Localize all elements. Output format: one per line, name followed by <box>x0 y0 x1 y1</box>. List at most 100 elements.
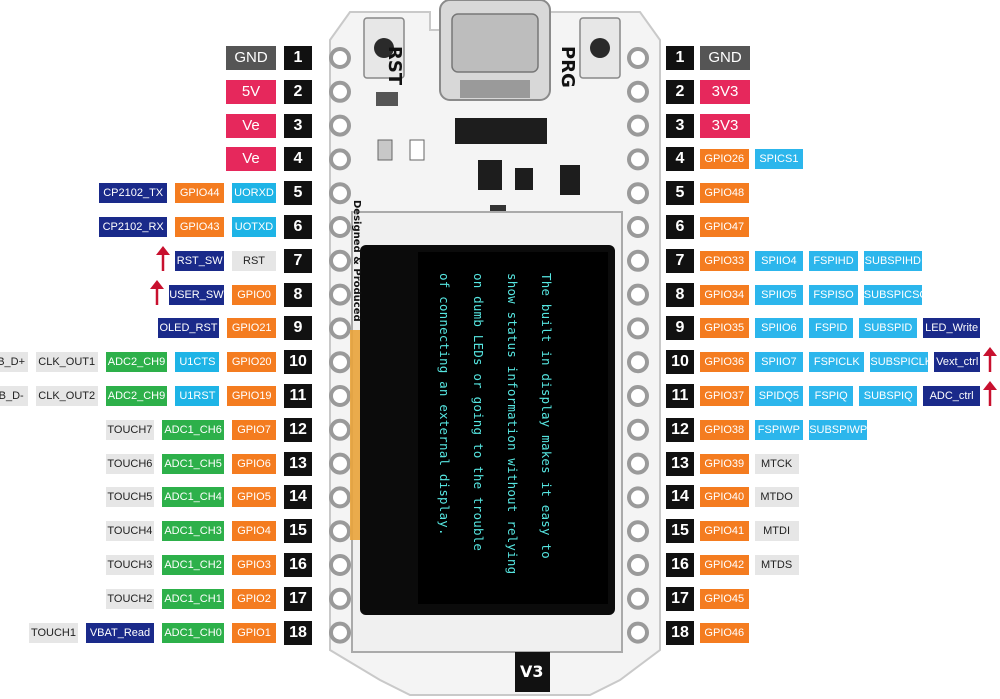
pin-number-right: 11 <box>666 384 694 408</box>
ctrl-arrow-right <box>983 381 997 406</box>
pin-label-left: Ve <box>226 147 276 172</box>
pin-label-right: GPIO42 <box>700 555 749 575</box>
pin-label-left: TOUCH1 <box>29 622 78 643</box>
pin-hole-left <box>329 351 351 374</box>
left-pin-holes <box>329 47 351 644</box>
pin-label-left: USB_D- <box>0 386 28 406</box>
pin-label-left: TOUCH6 <box>105 453 155 474</box>
pin-label-right: SPICS1 <box>754 149 804 170</box>
pin-hole-left <box>329 418 351 441</box>
pin-label-right: FSPIWP <box>754 419 804 440</box>
pin-label-right: FSPIHD <box>809 250 858 271</box>
pin-label-right: SPIIO5 <box>754 284 804 305</box>
pin-number-left: 10 <box>284 350 312 375</box>
pin-label-left: 5V <box>226 79 276 104</box>
pin-label-right: GPIO33 <box>700 250 749 271</box>
pin-hole-right <box>627 554 649 576</box>
pin-hole-right <box>627 418 649 441</box>
pin-label-left: USER_SW <box>168 284 224 305</box>
pin-label-right: SUBSPICLK <box>870 352 929 373</box>
pin-hole-left <box>329 182 351 205</box>
pin-label-left: ADC1_CH3 <box>162 521 224 542</box>
pin-label-left: GPIO1 <box>232 622 276 643</box>
pin-hole-left <box>329 486 351 509</box>
pin-hole-left <box>329 554 351 576</box>
pin-label-left: UORXD <box>232 183 276 204</box>
pin-label-right: SUBSPIHD <box>863 250 922 271</box>
pin-hole-right <box>627 621 649 644</box>
pin-label-left: CP2102_TX <box>99 183 168 204</box>
pin-label-left: GND <box>226 46 276 70</box>
oled-line-2: show status information without relying <box>505 273 520 575</box>
pin-hole-left <box>329 47 351 69</box>
pin-label-left: GPIO19 <box>227 386 276 406</box>
pin-number-left: 18 <box>284 620 312 645</box>
pin-number-right: 3 <box>666 113 694 138</box>
pin-number-left: 1 <box>284 46 312 70</box>
pin-label-left: U1RST <box>175 386 220 406</box>
pin-label-right: GPIO38 <box>700 419 749 440</box>
pin-label-right: LED_Write <box>923 318 980 339</box>
pin-label-left: VBAT_Read <box>85 622 155 643</box>
pin-hole-right <box>627 452 649 475</box>
pin-label-left: RST_SW <box>175 250 224 271</box>
pin-label-right: GPIO46 <box>700 622 749 643</box>
pin-label-right: Vext_ctrl <box>934 352 980 373</box>
rst-silkscreen: RST <box>384 46 405 86</box>
pin-number-left: 16 <box>284 553 312 577</box>
pin-number-right: 7 <box>666 248 694 273</box>
pin-label-left: ADC1_CH6 <box>162 419 224 440</box>
pin-label-left: TOUCH2 <box>105 588 155 609</box>
pin-label-left: GPIO2 <box>232 588 276 609</box>
pin-label-right: GPIO47 <box>700 217 749 237</box>
pin-label-left: CLK_OUT2 <box>35 386 98 406</box>
version-tag <box>515 652 550 692</box>
pin-number-right: 18 <box>666 620 694 645</box>
pin-label-left: ADC1_CH4 <box>162 487 224 508</box>
pin-number-left: 2 <box>284 79 312 104</box>
oled-display-text: The built in display makes it easy to sh… <box>424 255 604 595</box>
pin-label-right: SUBSPICSO <box>863 284 922 305</box>
right-pin-holes <box>627 47 649 644</box>
pin-label-right: SPIDQ5 <box>754 386 804 406</box>
pin-hole-right <box>627 47 649 69</box>
pin-label-right: GPIO34 <box>700 284 749 305</box>
pin-number-right: 16 <box>666 553 694 577</box>
pin-hole-right <box>627 385 649 407</box>
pin-label-left: GPIO4 <box>232 521 276 542</box>
reset-arrow-left <box>149 279 164 305</box>
pin-number-right: 10 <box>666 350 694 375</box>
pin-label-right: SPIIO7 <box>754 352 804 373</box>
pin-label-left: ADC1_CH1 <box>162 588 224 609</box>
pin-number-right: 13 <box>666 451 694 476</box>
pin-hole-left <box>329 249 351 272</box>
pin-label-right: SPIIO6 <box>754 318 804 339</box>
pin-label-right: GPIO40 <box>700 487 749 508</box>
prg-button <box>579 17 621 79</box>
pin-number-right: 9 <box>666 316 694 341</box>
pin-hole-left <box>329 80 351 103</box>
pin-number-left: 11 <box>284 384 312 408</box>
pin-label-right: FSPID <box>809 318 854 339</box>
pin-label-left: RST <box>232 250 276 271</box>
pin-hole-left <box>329 452 351 475</box>
pin-hole-left <box>329 587 351 610</box>
pin-label-right: FSPIQ <box>809 386 854 406</box>
pin-hole-right <box>627 249 649 272</box>
pin-number-left: 6 <box>284 215 312 239</box>
ctrl-arrow-right <box>983 347 997 373</box>
pin-label-left: GPIO7 <box>232 419 276 440</box>
pin-label-left: TOUCH3 <box>105 555 155 575</box>
pin-hole-left <box>329 114 351 137</box>
pin-hole-right <box>627 587 649 610</box>
pin-label-right: 3V3 <box>700 79 750 104</box>
pin-label-right: FSPISO <box>809 284 858 305</box>
pin-number-left: 15 <box>284 519 312 544</box>
pin-number-left: 9 <box>284 316 312 341</box>
pin-number-right: 1 <box>666 46 694 70</box>
oled-line-3: on dumb LEDs or going to the trouble <box>471 273 486 552</box>
pin-label-left: TOUCH4 <box>105 521 155 542</box>
pin-label-left: GPIO43 <box>175 217 224 237</box>
pin-number-right: 5 <box>666 181 694 206</box>
oled-line-1: The built in display makes it easy to <box>539 273 554 559</box>
